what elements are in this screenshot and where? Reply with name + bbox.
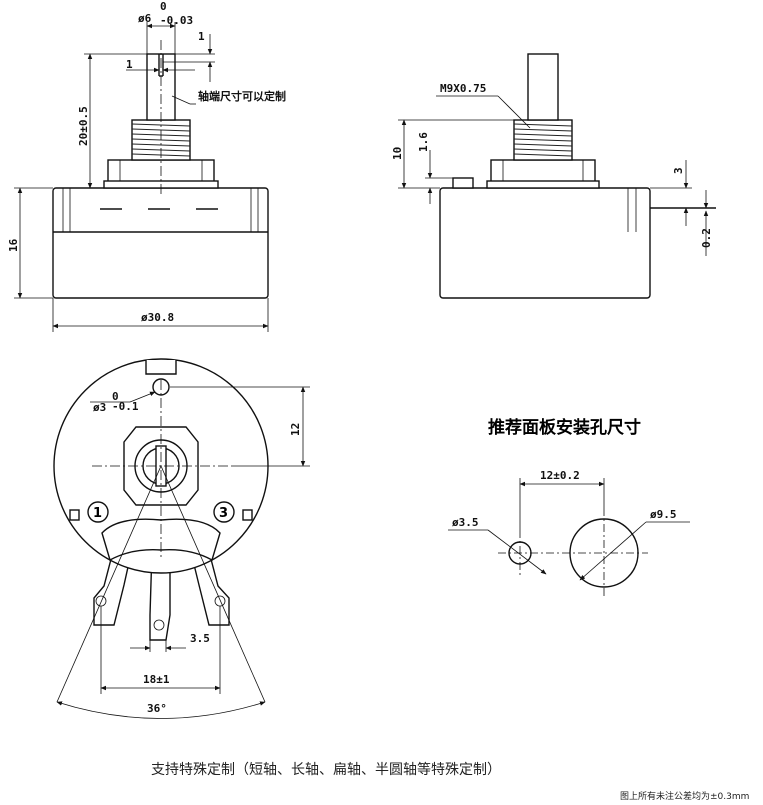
dim-hole-offset: 12: [289, 423, 302, 436]
dim-large-hole: ø9.5: [650, 508, 677, 521]
dim-slot-width: 1: [126, 58, 133, 71]
customization-caption: 支持特殊定制（短轴、长轴、扁轴、半圆轴等特殊定制）: [151, 761, 501, 778]
panel-cutout-title: 推荐面板安装孔尺寸: [488, 417, 641, 438]
dim-hole-diameter: ø3: [93, 401, 106, 414]
dim-nut-height: 1.6: [417, 132, 430, 152]
dim-rotation-angle: 36°: [147, 702, 167, 715]
dim-thread-spec: M9X0.75: [440, 82, 486, 95]
dim-terminal-width: 3.5: [190, 632, 210, 645]
dim-shaft-diameter: ø6: [138, 12, 152, 25]
panel-cutout: 推荐面板安装孔尺寸 12±0.2 ø3.5 ø9.5: [448, 417, 690, 598]
front-body: [52, 187, 269, 299]
side-nut: [490, 159, 596, 183]
bottom-view: 1 3 ø3 0 -0.1 12 3.5 18±1 36°: [53, 358, 310, 719]
side-thread: [513, 123, 573, 157]
dim-pin-offset: 3: [672, 167, 685, 174]
dim-hole-tol-upper: 0: [112, 390, 119, 403]
dim-terminal-thickness: 0.2: [700, 228, 713, 248]
front-view: ø6 0 -0.03 1 1 20±0.5 轴端尺寸可以定制 16 ø30.8: [7, 0, 286, 332]
terminal-label-3: 3: [219, 506, 228, 521]
dim-thread-length: 10: [391, 147, 404, 160]
dim-body-height: 16: [7, 238, 20, 252]
dim-shaft-tol-lower: -0.03: [160, 14, 193, 27]
dim-hole-tol-lower: -0.1: [112, 400, 139, 413]
side-shaft: [527, 53, 559, 121]
dim-terminal-spacing: 18±1: [143, 673, 170, 686]
dim-body-diameter: ø30.8: [141, 311, 174, 324]
terminal-label-1: 1: [93, 506, 102, 521]
dim-small-hole: ø3.5: [452, 516, 479, 529]
side-locating-pin: [452, 177, 474, 189]
dim-slot-depth: 1: [198, 30, 205, 43]
dim-shaft-length: 20±0.5: [77, 106, 90, 146]
dim-hole-spacing: 12±0.2: [540, 469, 580, 482]
side-view: M9X0.75 10 1.6 3 0.2: [391, 53, 716, 299]
dim-shaft-tol-upper: 0: [160, 0, 167, 13]
side-body: [439, 187, 651, 299]
terminal-base: [101, 518, 221, 562]
shaft-customizable-note: 轴端尺寸可以定制: [198, 89, 286, 103]
tolerance-footnote: 图上所有未注公差均为±0.3mm: [620, 790, 749, 802]
